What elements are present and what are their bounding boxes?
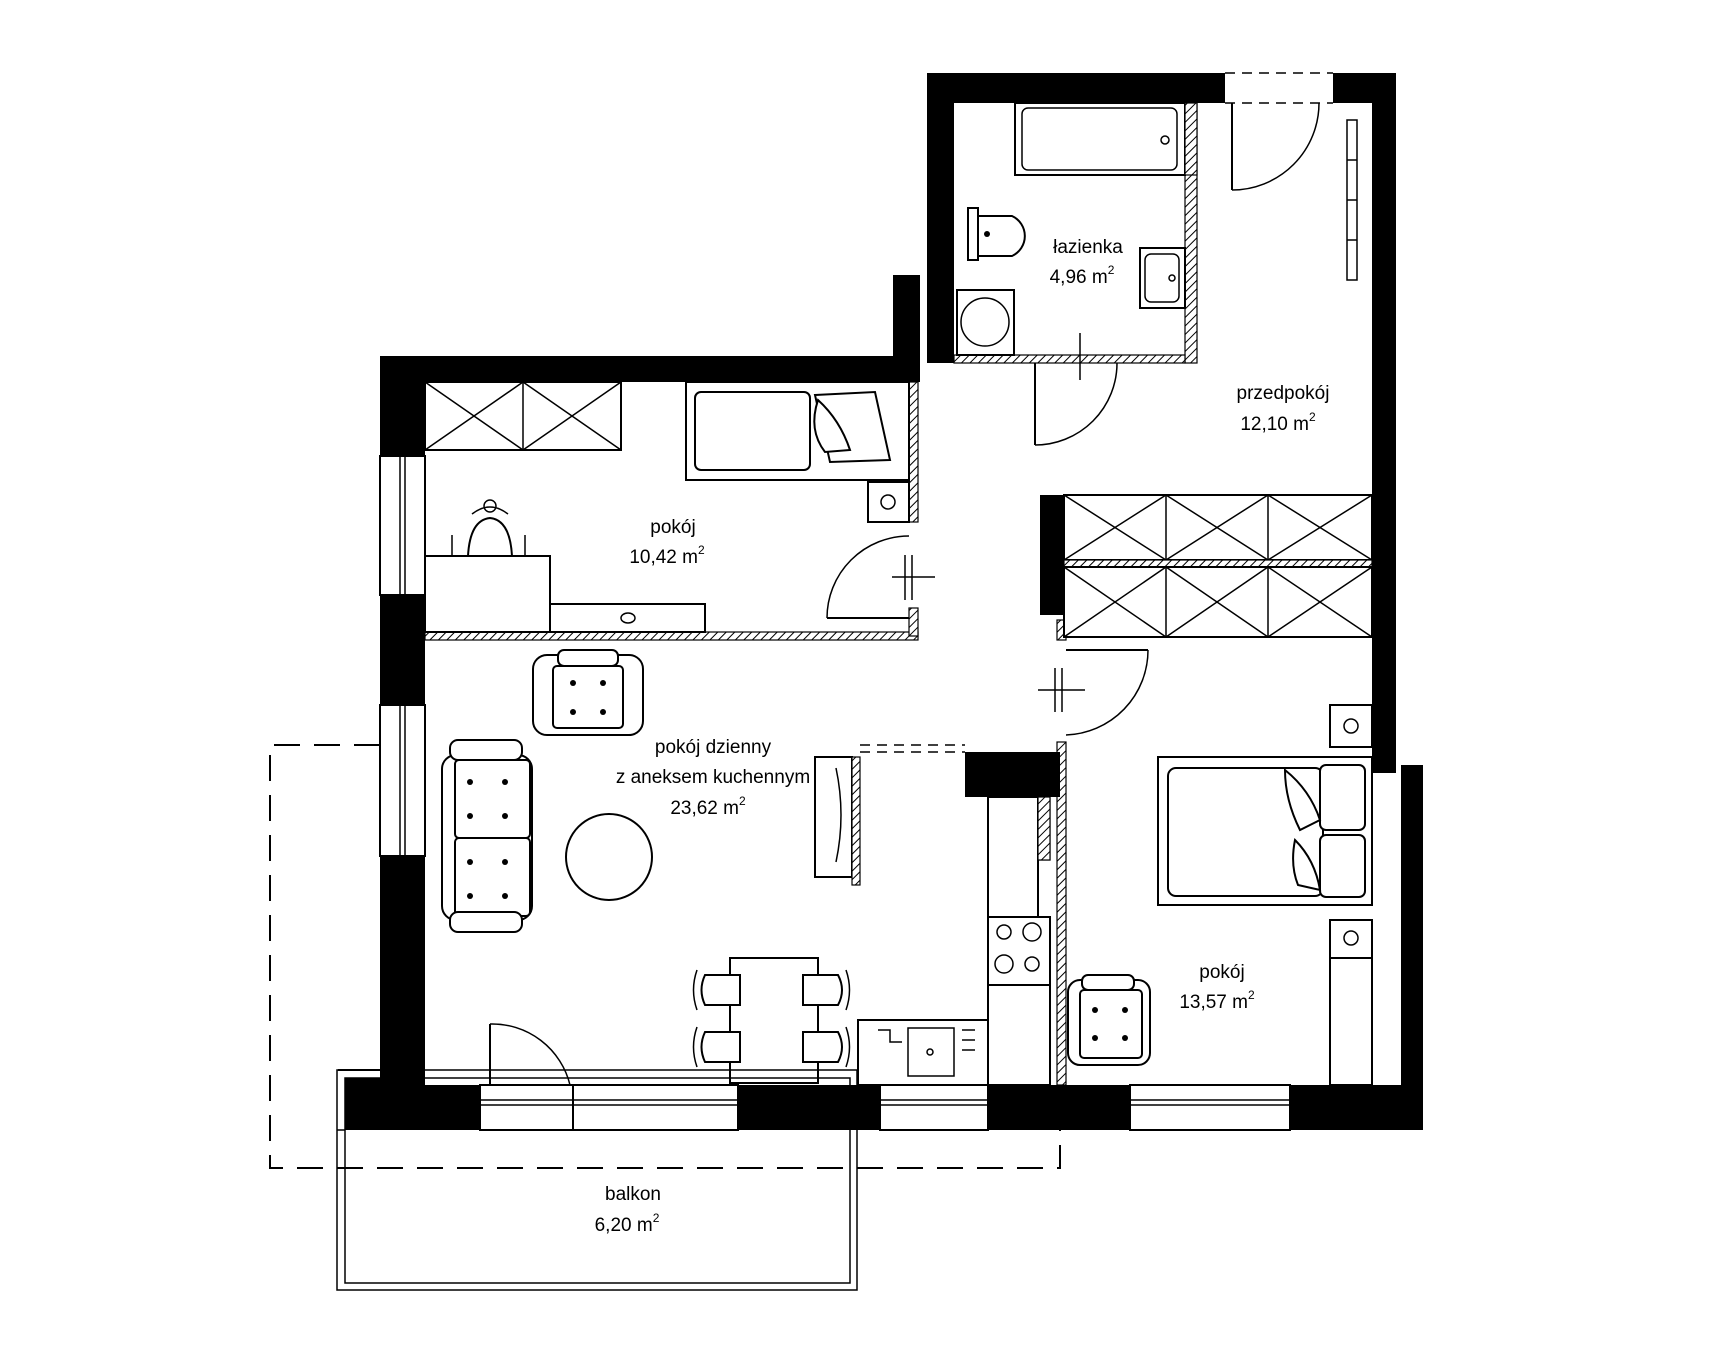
exterior-walls bbox=[380, 73, 1423, 1130]
label-balkon-area: 6,20 m2 bbox=[595, 1211, 660, 1236]
living-furniture bbox=[441, 649, 1051, 1086]
label-pokoj2-name: pokój bbox=[1199, 962, 1244, 983]
label-pokoj1-name: pokój bbox=[650, 517, 695, 538]
bathroom-fixtures bbox=[956, 102, 1198, 356]
label-przedpokoj-name: przedpokój bbox=[1237, 383, 1330, 404]
label-lazienka-area: 4,96 m2 bbox=[1050, 263, 1115, 288]
label-przedpokoj-area: 12,10 m2 bbox=[1240, 410, 1316, 435]
label-pokoj2-area: 13,57 m2 bbox=[1179, 988, 1255, 1013]
label-dzienny-area: 23,62 m2 bbox=[670, 794, 746, 819]
label-pokoj1-area: 10,42 m2 bbox=[629, 543, 705, 568]
hall-wardrobes bbox=[1063, 119, 1373, 638]
room-labels: łazienka 4,96 m2 przedpokój 12,10 m2 pok… bbox=[595, 237, 1330, 1236]
label-lazienka-name: łazienka bbox=[1053, 237, 1123, 258]
doors bbox=[489, 102, 1320, 1130]
windows bbox=[379, 72, 1333, 1131]
label-balkon-name: balkon bbox=[605, 1184, 661, 1205]
label-dzienny-name2: z aneksem kuchennym bbox=[616, 767, 810, 788]
bedroom1-furniture bbox=[424, 381, 910, 633]
bedroom2-furniture bbox=[1067, 704, 1373, 1086]
label-dzienny-name: pokój dzienny bbox=[655, 737, 772, 758]
balcony bbox=[269, 744, 1061, 1291]
